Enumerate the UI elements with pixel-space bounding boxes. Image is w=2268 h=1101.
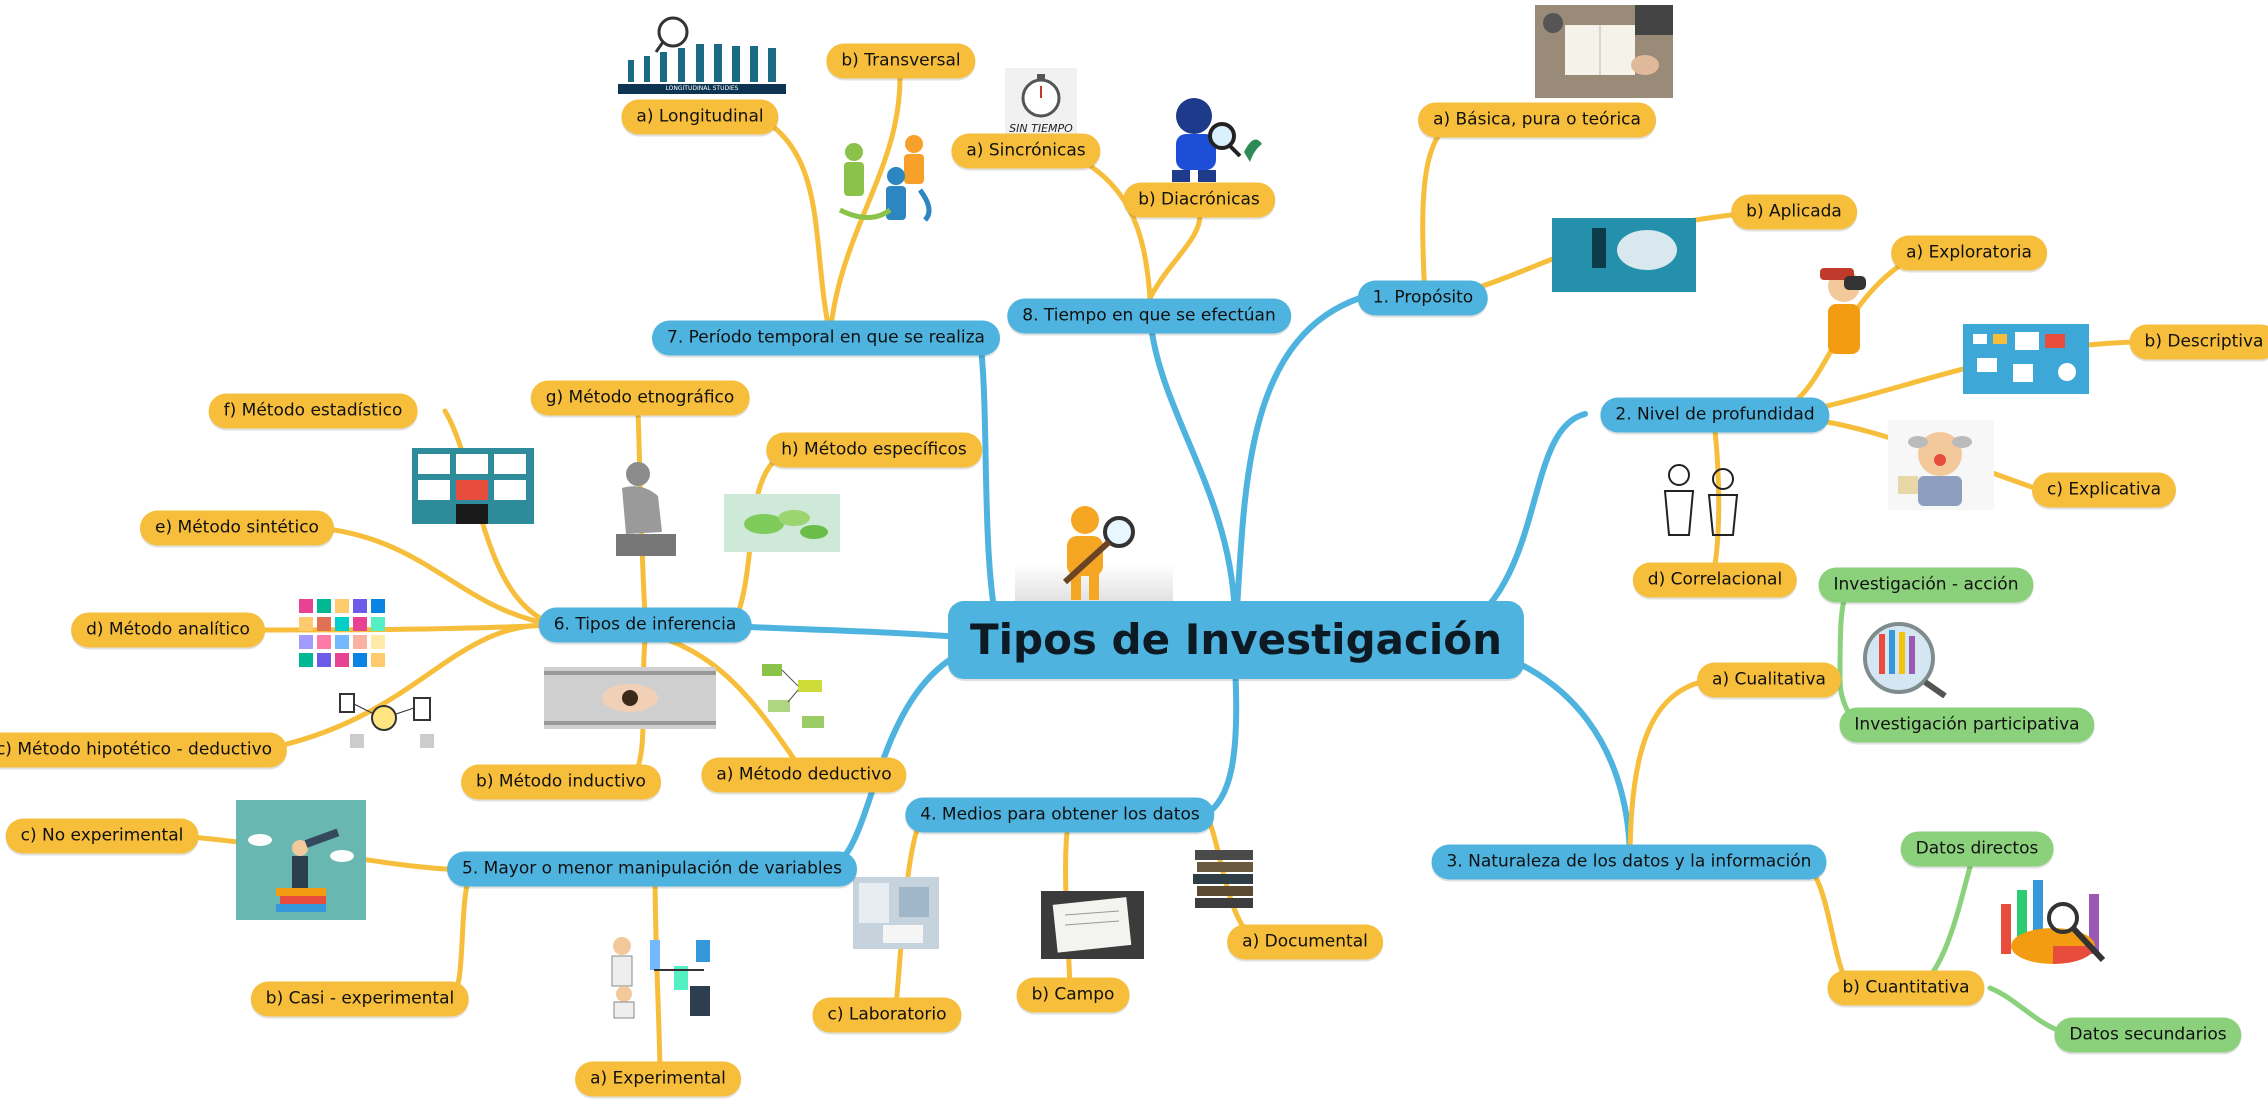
field-notebook-image (1041, 891, 1144, 959)
inferencia-metodo-especificos[interactable]: h) Método específicos (766, 432, 982, 468)
branch-tiempo[interactable]: 8. Tiempo en que se efectúan (1007, 298, 1291, 334)
lab-sketch-image (330, 684, 440, 752)
branch-inferencia[interactable]: 6. Tipos de inferencia (538, 607, 752, 643)
manipulacion-casi-experimental[interactable]: b) Casi - experimental (250, 981, 470, 1017)
inferencia-metodo-inductivo[interactable]: b) Método inductivo (461, 764, 661, 800)
flowchart-sketch-image (758, 660, 833, 732)
nivel-correlacional[interactable]: d) Correlacional (1632, 562, 1798, 598)
dashboard-screens-image (412, 448, 534, 524)
professor-cartoon-image (1888, 420, 1994, 510)
infographic-screen-image (1963, 324, 2089, 394)
binoculars-man-image (1806, 256, 1884, 362)
periodo-transversal[interactable]: b) Transversal (826, 43, 976, 79)
inferencia-metodo-analitico[interactable]: d) Método analítico (71, 612, 265, 648)
naturaleza-cuantitativa[interactable]: b) Cuantitativa (1827, 970, 1985, 1006)
3d-chart-image (1993, 874, 2111, 982)
root-topic[interactable]: Tipos de Investigación (947, 601, 1525, 679)
branch-nivel[interactable]: 2. Nivel de profundidad (1600, 397, 1830, 433)
researcher-magnifier-image (1015, 498, 1173, 608)
longitudinal-studies-image: LONGITUDINAL STUDIES (618, 2, 786, 94)
tiempo-sincronicas[interactable]: a) Sincrónicas (951, 133, 1101, 169)
branch-proposito[interactable]: 1. Propósito (1357, 280, 1489, 316)
alphabet-blocks-image (297, 597, 392, 669)
detective-robot-image (1158, 92, 1266, 186)
proposito-basica[interactable]: a) Básica, pura o teórica (1418, 102, 1656, 138)
branch-medios[interactable]: 4. Medios para obtener los datos (905, 797, 1215, 833)
correlational-sketch-image (1645, 455, 1755, 543)
proposito-aplicada[interactable]: b) Aplicada (1731, 194, 1857, 230)
periodo-longitudinal[interactable]: a) Longitudinal (621, 99, 779, 135)
lab-photo-image (853, 877, 939, 949)
inferencia-metodo-etnografico[interactable]: g) Método etnográfico (530, 380, 750, 416)
branch-naturaleza[interactable]: 3. Naturaleza de los datos y la informac… (1431, 844, 1827, 880)
inferencia-metodo-sintetico[interactable]: e) Método sintético (140, 510, 334, 546)
cuantitativa-datos-directos[interactable]: Datos directos (1900, 831, 2054, 867)
microscope-lab-image (1552, 218, 1696, 292)
pencils-magnifier-image (1853, 620, 1950, 698)
inferencia-metodo-hipotetico-deductivo[interactable]: c) Método hipotético - deductivo (0, 732, 288, 768)
medios-documental[interactable]: a) Documental (1227, 924, 1383, 960)
notebook-desk-image (1535, 5, 1673, 98)
eye-peeking-image (544, 667, 716, 729)
books-stack-image (1191, 844, 1259, 910)
green-leaves-image (724, 494, 840, 552)
medios-campo[interactable]: b) Campo (1016, 977, 1130, 1013)
branch-periodo[interactable]: 7. Período temporal en que se realiza (652, 320, 1000, 356)
longitudinal-caption: LONGITUDINAL STUDIES (665, 85, 739, 92)
nivel-explicativa[interactable]: c) Explicativa (2031, 472, 2177, 508)
cualitativa-investigacion-accion[interactable]: Investigación - acción (1818, 567, 2034, 603)
inferencia-metodo-deductivo[interactable]: a) Método deductivo (701, 757, 907, 793)
telescope-books-image (236, 800, 366, 920)
sin-tiempo-caption: SIN TIEMPO (1009, 122, 1073, 135)
medios-laboratorio[interactable]: c) Laboratorio (812, 997, 962, 1033)
branch-manipulacion[interactable]: 5. Mayor o menor manipulación de variabl… (447, 851, 857, 887)
manipulacion-no-experimental[interactable]: c) No experimental (5, 818, 199, 854)
stopwatch-image: SIN TIEMPO (1005, 68, 1077, 140)
scientists-lab-image (604, 926, 724, 1020)
tiempo-diacronicas[interactable]: b) Diacrónicas (1123, 182, 1275, 218)
nivel-exploratoria[interactable]: a) Exploratoria (1891, 235, 2047, 271)
nivel-descriptiva[interactable]: b) Descriptiva (2129, 324, 2268, 360)
manipulacion-experimental[interactable]: a) Experimental (575, 1061, 741, 1097)
people-arrows-image (830, 130, 940, 225)
thinker-statue-image (596, 452, 696, 558)
cuantitativa-datos-secundarios[interactable]: Datos secundarios (2054, 1017, 2242, 1053)
cualitativa-investigacion-participativa[interactable]: Investigación participativa (1839, 707, 2095, 743)
naturaleza-cualitativa[interactable]: a) Cualitativa (1697, 662, 1841, 698)
inferencia-metodo-estadistico[interactable]: f) Método estadístico (208, 393, 418, 429)
